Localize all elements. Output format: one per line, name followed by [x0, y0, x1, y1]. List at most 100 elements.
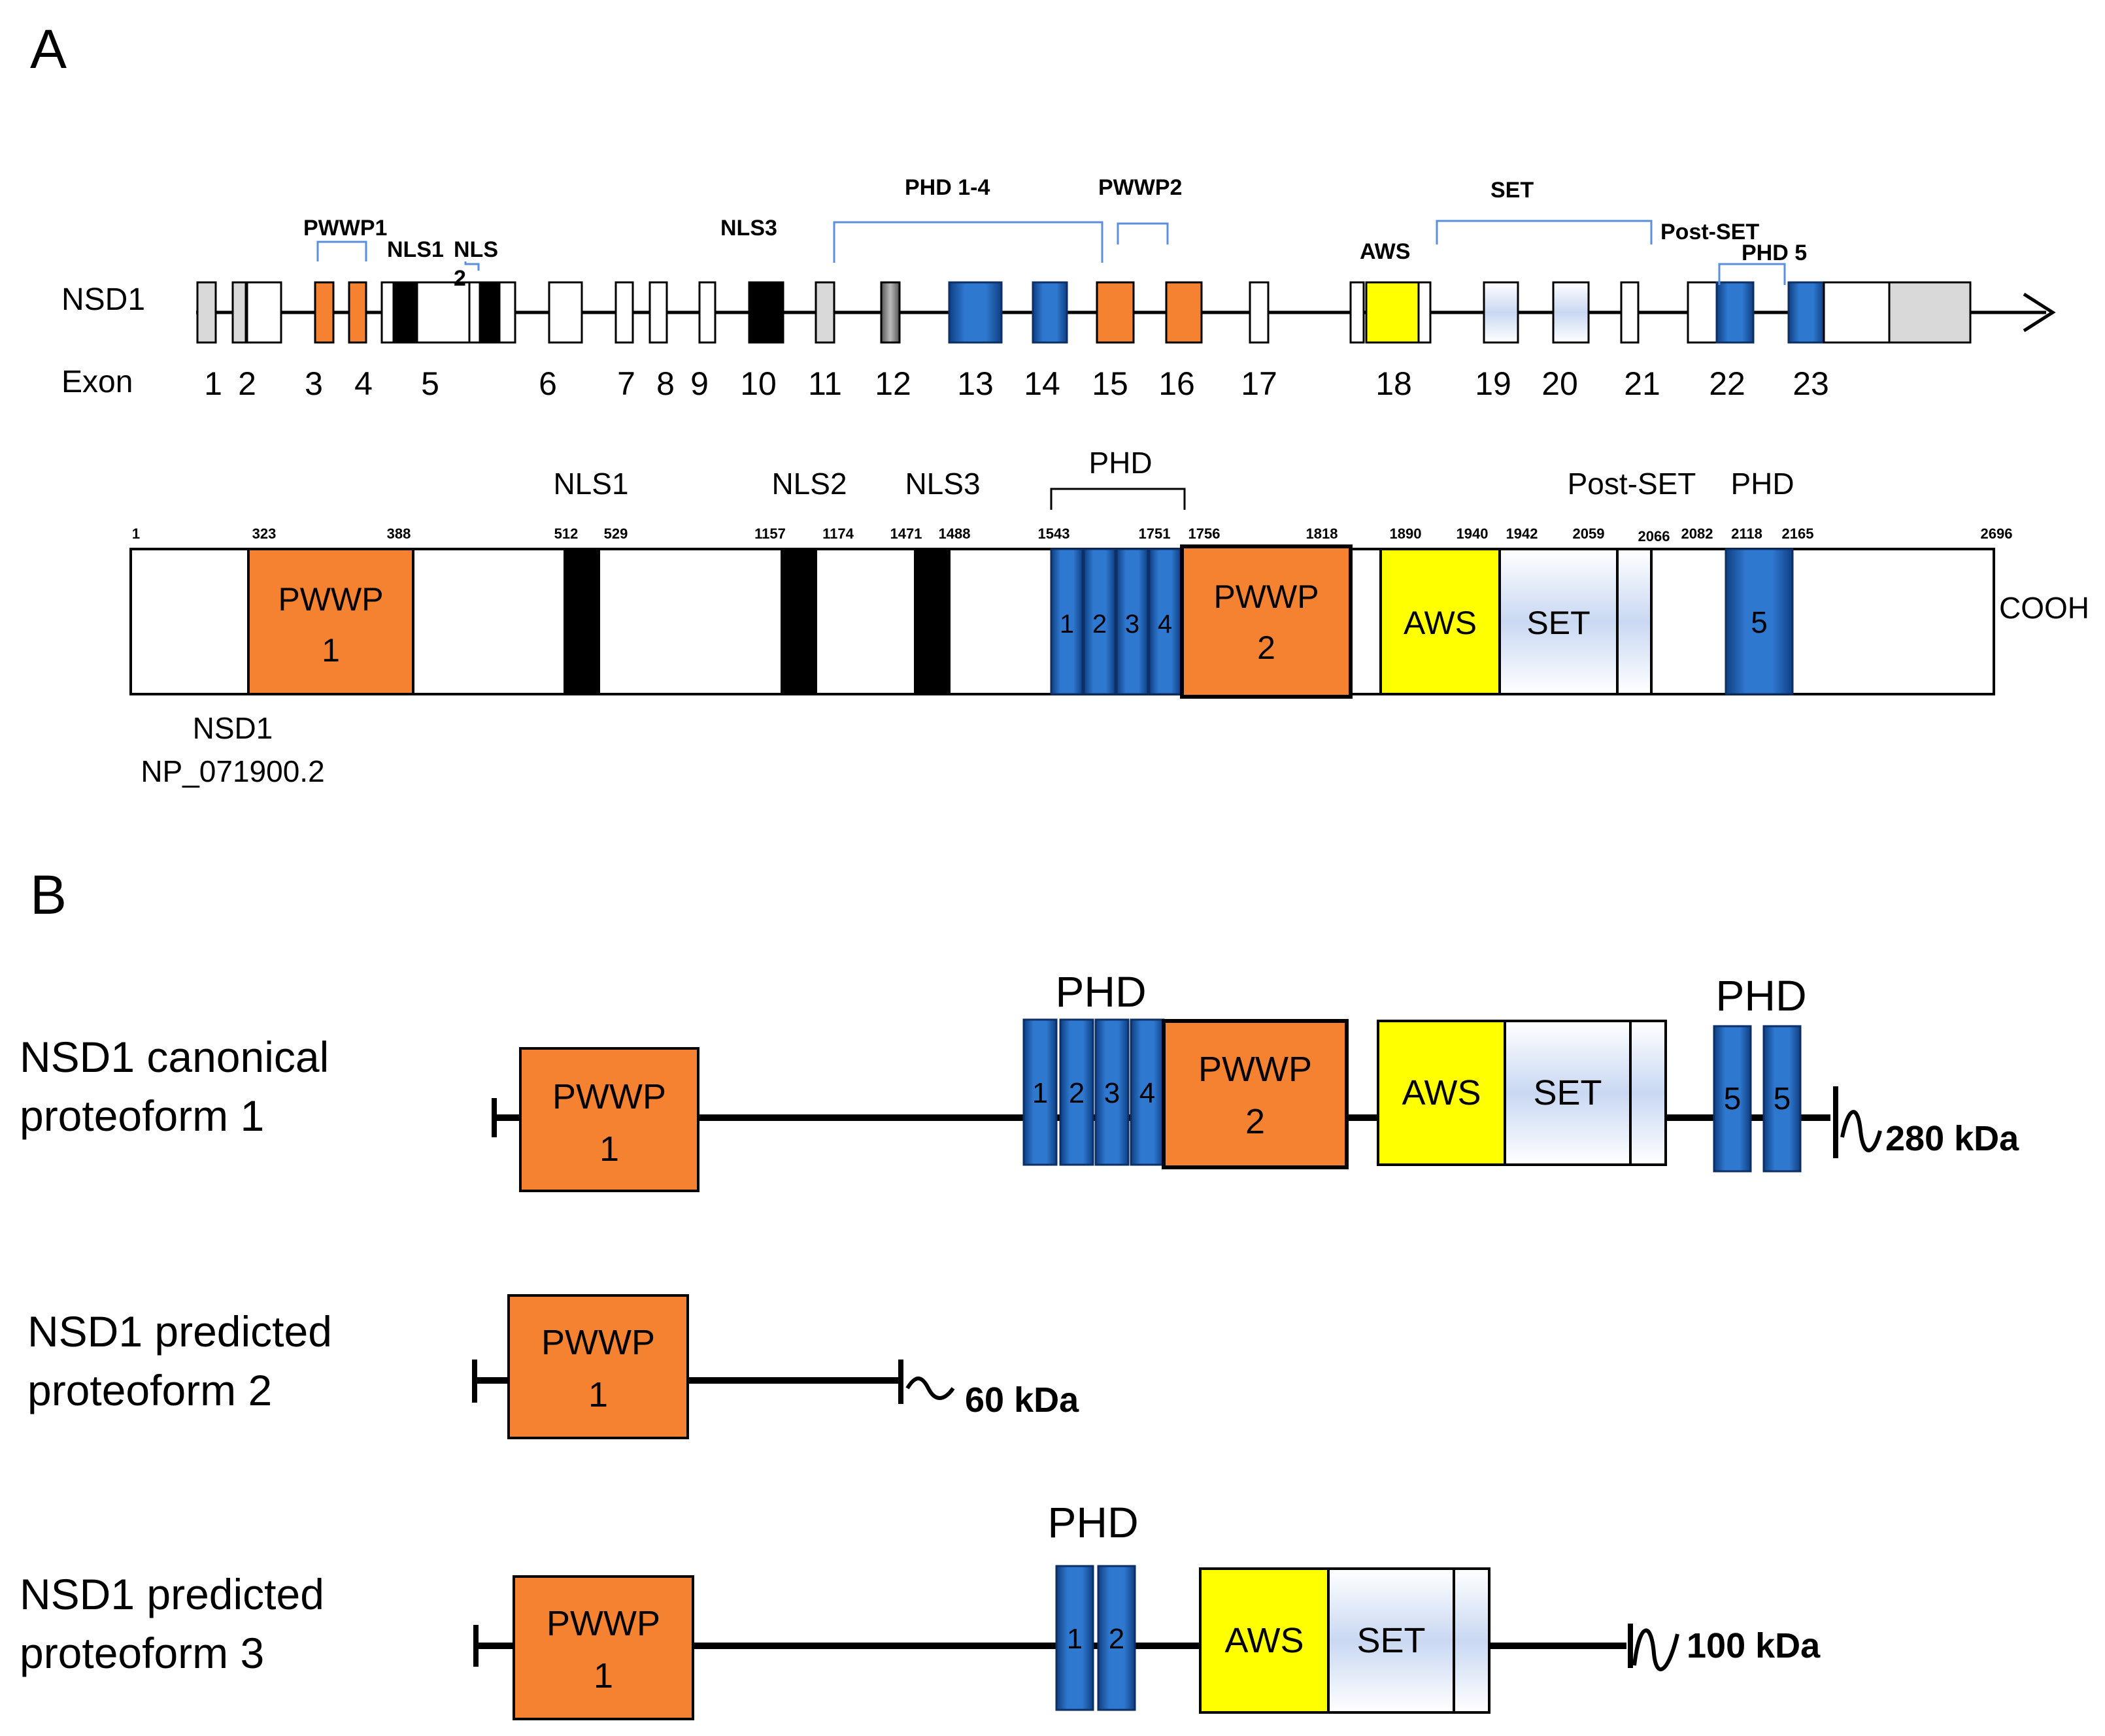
protein-label-phd: PHD — [1088, 446, 1152, 480]
exon-box — [1715, 281, 1755, 344]
proteoform-1-phd-box — [1059, 1018, 1094, 1166]
gene-label-phd5: PHD 5 — [1742, 241, 1807, 265]
gene-arrow-head — [2023, 292, 2056, 333]
exon-number: 13 — [957, 365, 994, 402]
exon-box — [314, 281, 335, 344]
protein-label-nls2: NLS2 — [771, 467, 847, 501]
protein-pwwp1-box — [247, 548, 414, 695]
exon-box — [548, 281, 583, 344]
protein-phd-bracket — [1050, 488, 1186, 510]
protein-phd-number: 1 — [1060, 610, 1074, 639]
proteoform-1-pwwp2-label: PWWP — [1198, 1050, 1312, 1089]
bracket-pwwp1 — [316, 241, 367, 261]
proteoform-3-tail — [1632, 1628, 1679, 1671]
protein-aws-label: AWS — [1404, 605, 1477, 641]
exon-box — [648, 281, 668, 344]
proteoform-1-tail — [1840, 1110, 1882, 1152]
protein-position-label: 1471 — [890, 526, 922, 542]
exon-boxes — [196, 281, 1972, 344]
exon-box — [1032, 281, 1068, 344]
exon-box — [748, 281, 784, 344]
gene-label-nls2a: NLS — [454, 237, 498, 262]
protein-position-label: 1756 — [1188, 526, 1221, 542]
proteoform-3-set-box — [1327, 1567, 1455, 1714]
protein-phd-box — [1050, 548, 1084, 695]
exon-number: 19 — [1475, 365, 1511, 402]
exon-box — [498, 281, 516, 344]
bracket-phd14 — [833, 221, 1103, 263]
bracket-nls2 — [464, 261, 480, 271]
proteoform-1-mass: 280 kDa — [1885, 1119, 2019, 1158]
proteoform-1-phd-number: 1 — [1032, 1077, 1048, 1109]
proteoform-1-aws-label: AWS — [1402, 1073, 1481, 1112]
exon-number: 15 — [1092, 365, 1128, 402]
protein-set-label: SET — [1526, 605, 1590, 641]
protein-position-label: 2165 — [1782, 526, 1814, 542]
proteoform-2: NSD1 predicted proteoform 2 60 kDa PWWP … — [27, 1294, 1079, 1439]
proteoform-2-pwwp1-number: 1 — [588, 1375, 608, 1414]
exon-box — [880, 281, 901, 344]
exon-box — [615, 281, 634, 344]
exon-label: Exon — [61, 365, 133, 399]
proteoform-1-phd-number: 2 — [1069, 1077, 1085, 1109]
protein-label-nls1: NLS1 — [553, 467, 628, 501]
exon-number: 6 — [539, 365, 557, 402]
exon-number: 22 — [1709, 365, 1745, 402]
gene-label-phd14: PHD 1-4 — [905, 175, 990, 200]
exon-box — [392, 281, 418, 344]
gene-domain-labels: PWWP1 NLS1 NLS 2 NLS3 PHD 1-4 PWWP2 AWS … — [303, 175, 1807, 291]
protein-position-label: 1940 — [1457, 526, 1489, 542]
protein-phd5-number: 5 — [1751, 605, 1768, 639]
protein-phd-box — [1083, 548, 1117, 695]
exon-box — [1165, 281, 1203, 344]
exon-number: 5 — [421, 365, 439, 402]
proteoform-3-phd-number: 2 — [1109, 1623, 1124, 1655]
proteoform-1-pwwp2-number: 2 — [1245, 1102, 1265, 1141]
protein-domain-labels: NLS1 NLS2 NLS3 PHD Post-SET PHD — [553, 446, 1794, 501]
proteoform-3-aws-label: AWS — [1225, 1621, 1304, 1660]
proteoform-1-pwwp1-number: 1 — [599, 1129, 619, 1169]
proteoform-1-phd-number: 3 — [1104, 1077, 1120, 1109]
protein-nls3-box — [914, 549, 951, 694]
protein-pwwp1-label: PWWP — [278, 581, 383, 618]
proteoform-3-aws-box — [1199, 1567, 1330, 1714]
proteoform-3-pwwp1-label: PWWP — [547, 1604, 660, 1643]
gene-label-nls2b: 2 — [454, 266, 466, 291]
proteoform-3-name-line2: proteoform 3 — [20, 1629, 264, 1677]
protein-position-label: 512 — [554, 526, 579, 542]
exon-number: 16 — [1158, 365, 1195, 402]
exon-box — [348, 281, 367, 344]
exon-number: 23 — [1793, 365, 1829, 402]
protein-position-label: 2082 — [1681, 526, 1713, 542]
protein-position-label: 2059 — [1573, 526, 1605, 542]
exon-box — [1417, 281, 1432, 344]
exon-box — [815, 281, 835, 344]
protein-position-label: 1942 — [1506, 526, 1538, 542]
proteoform-1-phd5-number: 5 — [1724, 1082, 1742, 1116]
exon-number: 8 — [656, 365, 675, 402]
proteoform-1-phd5-label: PHD — [1715, 971, 1806, 1020]
protein-set-box — [1498, 548, 1619, 695]
protein-nls1-box — [564, 549, 600, 694]
proteoform-1-name-line1: NSD1 canonical — [20, 1033, 329, 1081]
protein-position-label: 1157 — [754, 526, 786, 542]
protein-phd-box — [1148, 548, 1182, 695]
proteoform-2-mass: 60 kDa — [965, 1380, 1079, 1420]
exon-box — [1620, 281, 1640, 344]
protein-position-label: 2696 — [1981, 526, 2013, 542]
exon-box — [1349, 281, 1365, 344]
protein-position-label: 1 — [132, 526, 140, 542]
proteoform-3-name-line1: NSD1 predicted — [20, 1570, 324, 1618]
proteoform-3-phd-label: PHD — [1047, 1498, 1138, 1546]
proteoform-1-aws-box — [1377, 1020, 1506, 1166]
proteoform-3-phd-number: 1 — [1067, 1623, 1083, 1655]
proteoform-2-name-line2: proteoform 2 — [27, 1366, 272, 1414]
proteoform-1-phd5-box — [1762, 1025, 1802, 1173]
protein-phd-number: 3 — [1125, 610, 1139, 639]
